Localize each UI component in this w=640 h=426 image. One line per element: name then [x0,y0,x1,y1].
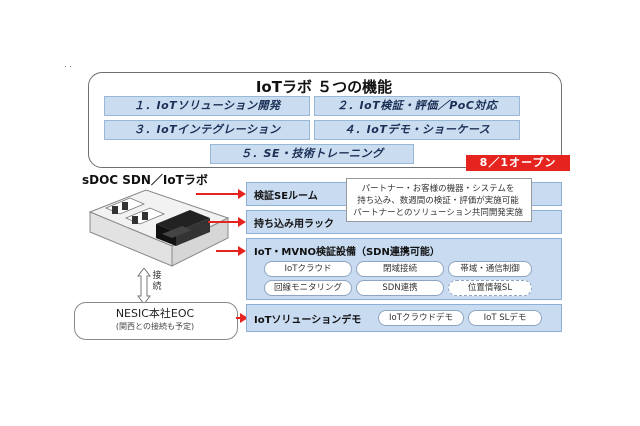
sdn-lab-title: sDOC SDN／IoTラボ [82,173,208,187]
pill-closed-network: 閉域接続 [356,261,444,277]
demo-label: IoTソリューションデモ [254,315,362,326]
arrow-line-demo [236,317,242,319]
lab-room-illustration [88,189,230,267]
iot-mvno-label: IoT・MVNO検証設備（SDN連携可能） [254,247,440,258]
pill-bandwidth-control: 帯域・通信制御 [448,261,532,277]
pill-iot-cloud-demo: IoTクラウドデモ [378,310,464,326]
note-line-3: パートナーとのソリューション共同開発実施 [353,208,523,218]
arrowhead-iot [238,246,246,256]
nesic-eoc-note: (関西との接続も予定) [115,322,195,331]
pill-iot-sl-demo: IoT SLデモ [468,310,542,326]
nesic-eoc-label: NESIC本社EOC [115,307,195,320]
arrow-line-iot [216,250,238,252]
arrowhead-rack [238,217,246,227]
note-line-1: パートナー・お客様の機器・システムを [361,184,515,194]
note-box [346,178,532,222]
note-line-2: 持ち込み、数週間の検証・評価が実施可能 [357,196,519,206]
feature-4: ４．IoTデモ・ショーケース [314,120,520,140]
corner-dots: . . [64,60,72,69]
connection-label: 接 続 [152,271,162,292]
pill-location-sl: 位置情報SL [448,280,532,296]
feature-3: ３．IoTインテグレーション [104,120,310,140]
feature-2: ２．IoT検証・評価／PoC対応 [314,96,520,116]
nesic-eoc-box [74,302,238,340]
opening-badge: 8／1オープン [466,155,570,171]
rack-label: 持ち込み用ラック [254,219,334,230]
pill-sdn-link: SDN連携 [356,280,444,296]
pill-line-monitoring: 回線モニタリング [264,280,352,296]
features-title: IoTラボ ５つの機能 [255,78,393,96]
arrow-line-rack [208,221,238,223]
arrow-line-verify-room [196,193,238,195]
connection-arrow-icon [137,268,151,304]
feature-1: １．IoTソリューション開発 [104,96,310,116]
arrowhead-demo [240,313,248,323]
pill-iot-cloud: IoTクラウド [264,261,352,277]
verify-room-label: 検証SEルーム [254,191,318,202]
feature-5: ５．SE・技術トレーニング [210,144,414,164]
arrowhead-verify-room [238,189,246,199]
